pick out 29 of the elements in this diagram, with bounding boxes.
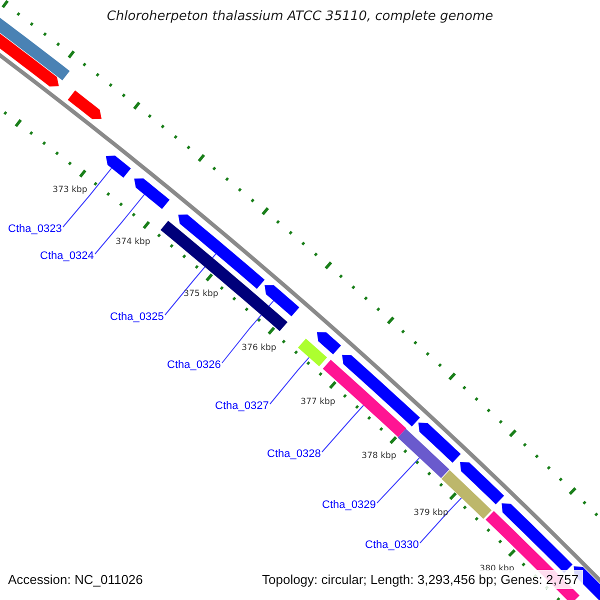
leader-line <box>62 168 112 228</box>
gene-label: Ctha_0330 <box>365 539 419 552</box>
map-title: Chloroherpeton thalassium ATCC 35110, complete genome <box>106 9 494 24</box>
gene-label: Ctha_0328 <box>267 448 321 461</box>
leader-line <box>376 457 420 504</box>
scale-label: 378 kbp <box>362 451 396 461</box>
gene-label: Ctha_0329 <box>322 499 376 512</box>
leader-line <box>322 404 364 452</box>
scale-label: 373 kbp <box>52 185 88 195</box>
gene-label: Ctha_0327 <box>215 400 269 413</box>
accession-text: Accession: NC_011026 <box>8 572 143 587</box>
gene-label: Ctha_0324 <box>40 250 94 263</box>
leader-line <box>94 194 145 254</box>
scale-label: 376 kbp <box>242 343 276 353</box>
scale-label: 375 kbp <box>184 289 218 299</box>
gene-label: Ctha_0323 <box>8 223 62 236</box>
gene-label: Ctha_0326 <box>167 359 221 372</box>
gene-bar <box>298 338 328 366</box>
gene-label: Ctha_0325 <box>110 311 164 324</box>
scale-label: 379 kbp <box>414 508 448 518</box>
gene-feature <box>178 214 265 289</box>
gene-feature <box>264 285 300 316</box>
scale-label: 377 kbp <box>300 397 336 407</box>
gene-feature <box>106 156 131 178</box>
leader-line <box>270 356 310 404</box>
scale-label: 374 kbp <box>116 237 150 247</box>
leader-line <box>420 497 462 544</box>
gene-bar <box>398 428 450 478</box>
gene-feature <box>134 178 170 210</box>
